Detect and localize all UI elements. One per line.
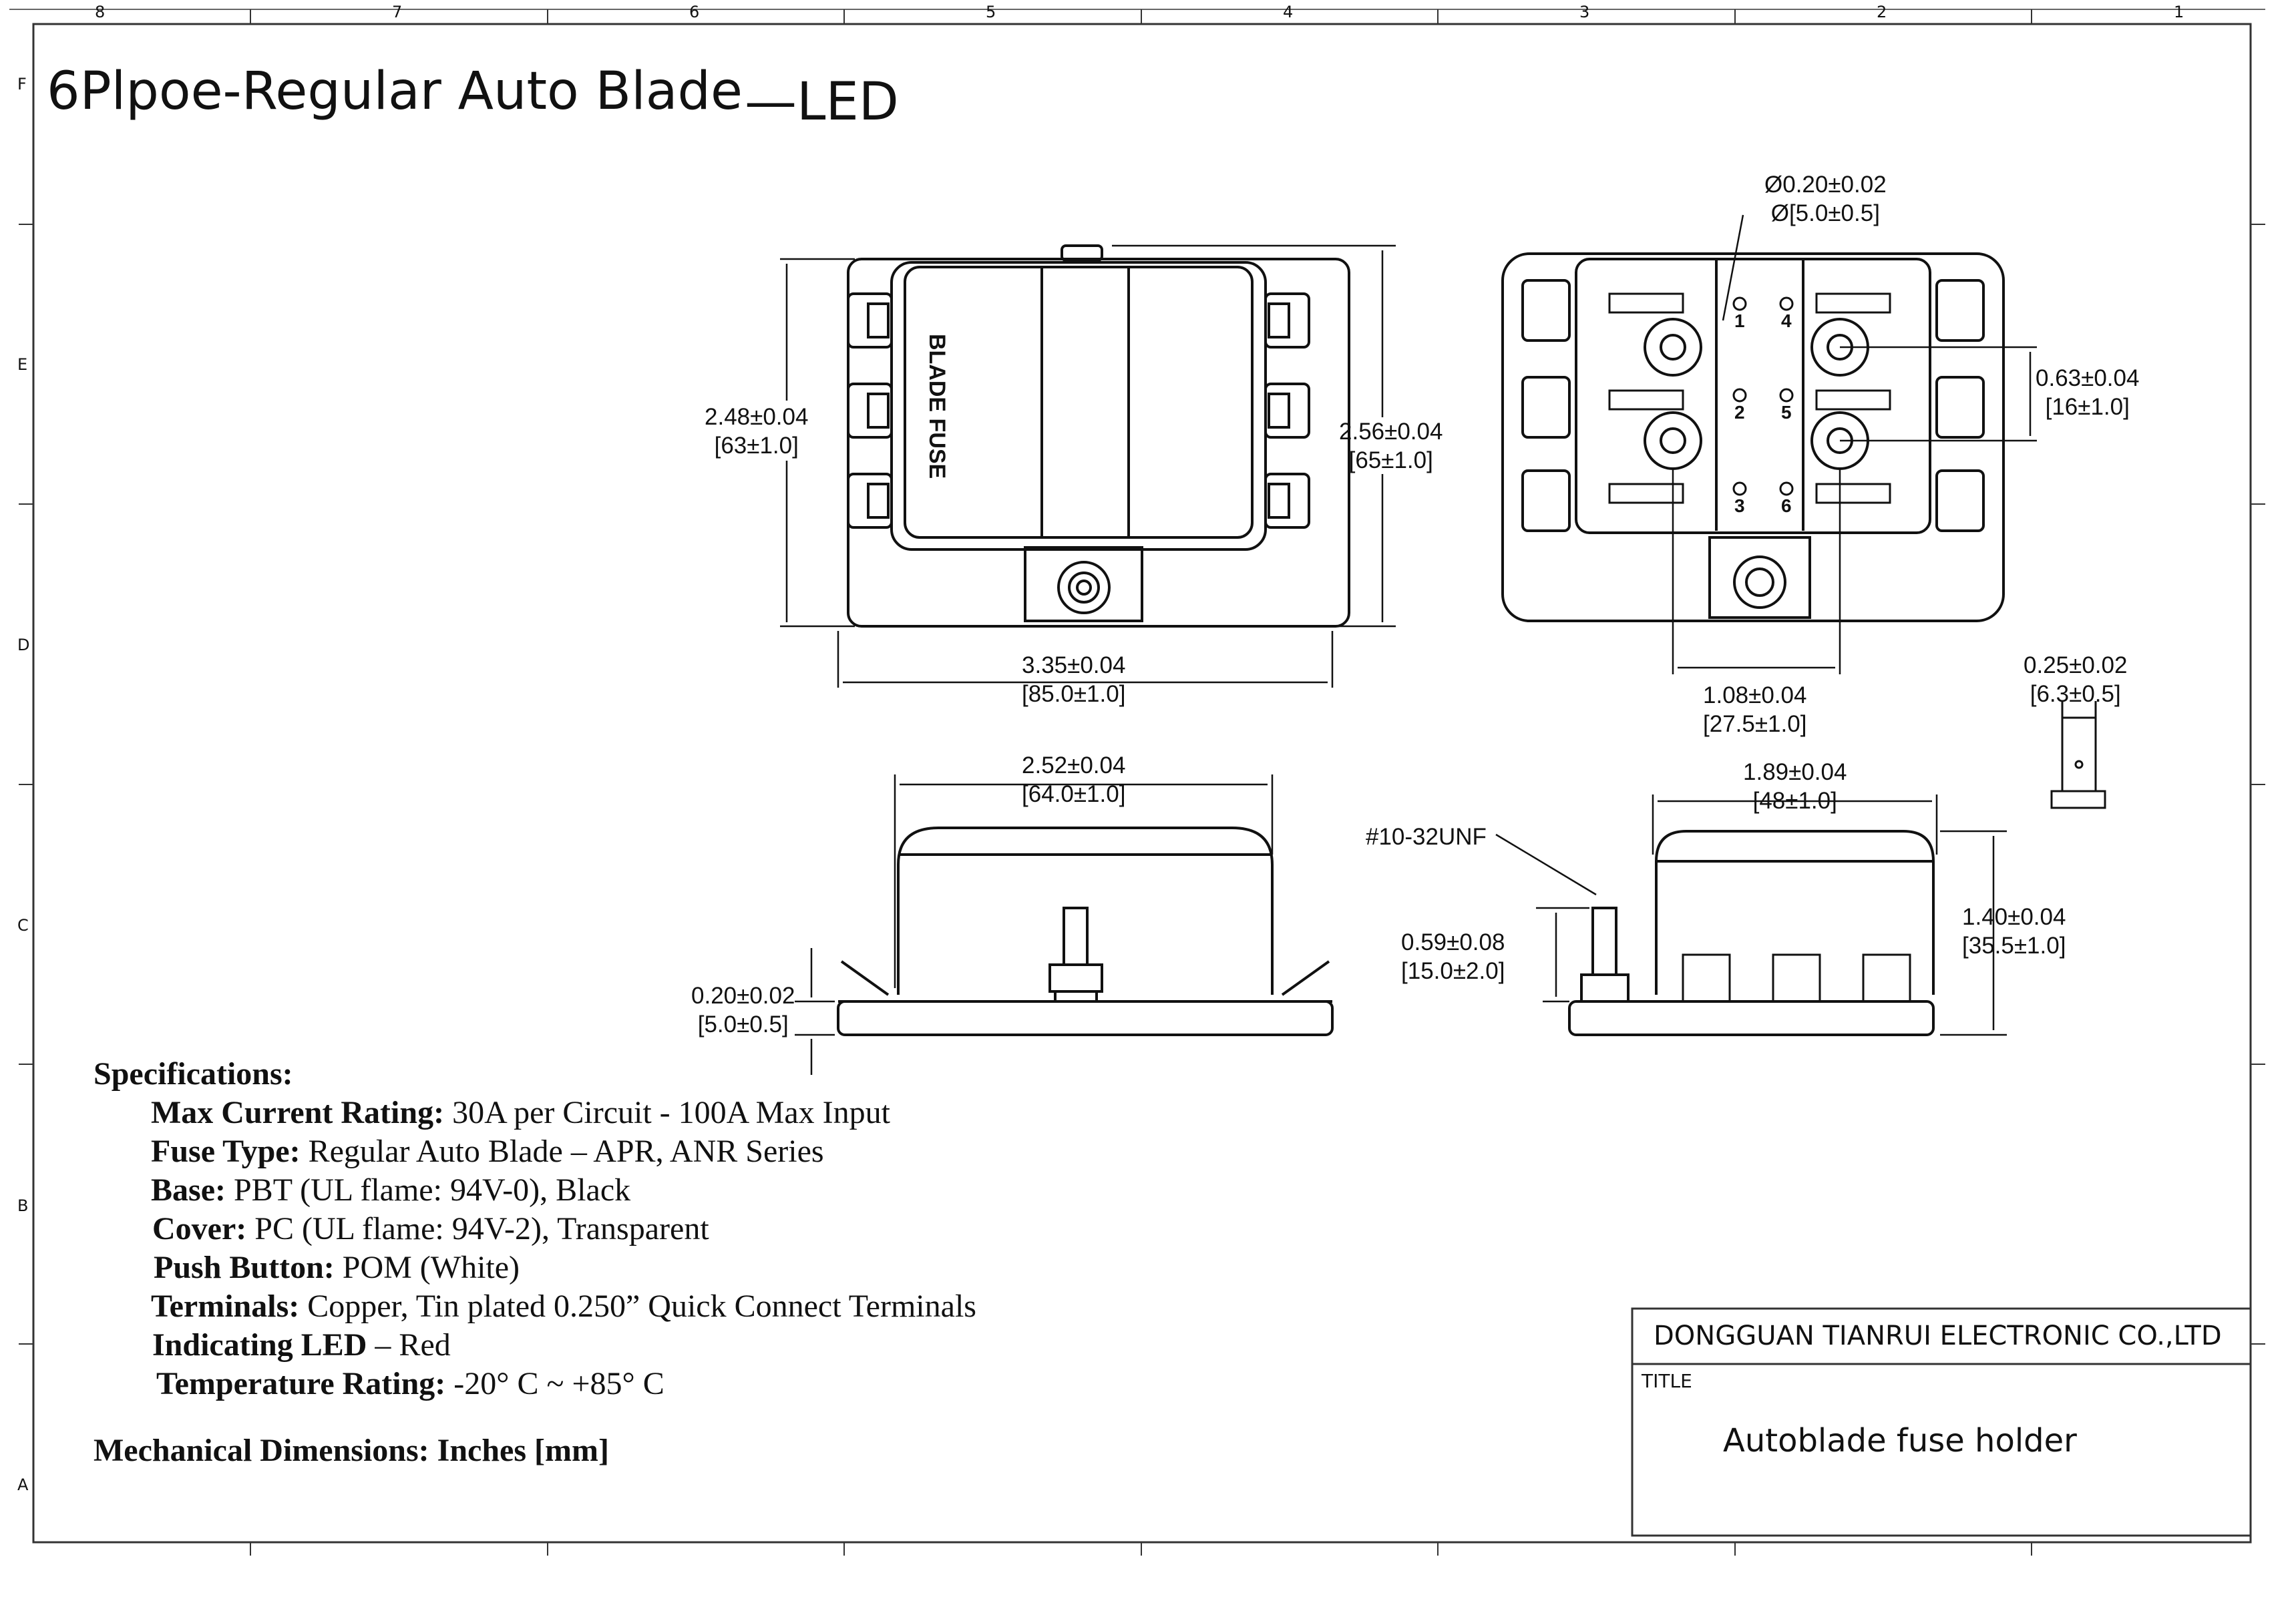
dim-hole-diameter: Ø0.20±0.02 Ø[5.0±0.5] xyxy=(1764,172,1887,226)
spec-row: Indicating LED – Red xyxy=(152,1327,451,1363)
dim-total-height: 1.40±0.04 [35.5±1.0] xyxy=(1962,904,2066,959)
end-terminals xyxy=(1682,953,1911,1003)
open-view-dims xyxy=(1672,214,2037,674)
end-view-dims xyxy=(1495,794,2007,1036)
title-label: TITLE xyxy=(1642,1370,1692,1392)
specifications-header: Specifications: xyxy=(93,1056,293,1092)
spec-row: Base: PBT (UL flame: 94V-0), Black xyxy=(151,1172,631,1208)
zone-col-3: 3 xyxy=(1579,3,1590,21)
left-terminals xyxy=(847,292,893,529)
dim-height-right: 2.56±0.04 [65±1.0] xyxy=(1339,419,1443,473)
zone-col-6: 6 xyxy=(689,3,700,21)
dim-terminal-width: 0.25±0.02 [6.3±0.5] xyxy=(2024,652,2128,707)
zone-row-f: F xyxy=(17,75,27,93)
dim-width: 3.35±0.04 [85.0±1.0] xyxy=(1022,652,1126,707)
side-view xyxy=(837,827,1334,1036)
zone-row-d: D xyxy=(17,636,30,654)
drawing-title: 6Plpoe-Regular Auto Blade xyxy=(47,61,743,122)
fuse-number-labels: 1 4 2 5 3 6 xyxy=(1734,310,1792,516)
zone-row-a: A xyxy=(17,1475,29,1494)
zone-col-8: 8 xyxy=(95,3,106,21)
cover-text: BLADE FUSE xyxy=(924,334,950,479)
fuse-number-6: 6 xyxy=(1781,495,1792,516)
dim-side-width: 2.52±0.04 [64.0±1.0] xyxy=(1022,752,1126,807)
company-name: DONGGUAN TIANRUI ELECTRONIC CO.,LTD xyxy=(1654,1321,2222,1351)
dim-pitch: 0.63±0.04 [16±1.0] xyxy=(2036,365,2140,420)
dim-stud-label: #10-32UNF xyxy=(1366,824,1487,850)
spec-row: Push Button: POM (White) xyxy=(154,1250,520,1285)
dim-stud-height: 0.59±0.08 [15.0±2.0] xyxy=(1401,929,1505,984)
zone-row-b: B xyxy=(17,1196,29,1215)
spec-row: Max Current Rating: 30A per Circuit - 10… xyxy=(151,1095,890,1130)
spec-row: Temperature Rating: -20° C ~ +85° C xyxy=(156,1366,664,1401)
spec-row: Terminals: Copper, Tin plated 0.250” Qui… xyxy=(151,1289,976,1324)
zone-row-c: C xyxy=(17,916,29,935)
title-block xyxy=(1631,1307,2252,1537)
zone-row-e: E xyxy=(17,355,28,374)
fuse-number-1: 1 xyxy=(1734,310,1745,331)
fuse-number-3: 3 xyxy=(1734,495,1745,516)
fuse-number-5: 5 xyxy=(1781,402,1792,423)
open-left-terminals xyxy=(1521,279,1571,532)
led-buttons xyxy=(1644,318,1869,470)
sheet-frame xyxy=(9,9,2265,1556)
end-view xyxy=(1568,830,1935,1036)
right-terminals xyxy=(1264,292,1310,529)
side-view-dims xyxy=(795,774,1274,1075)
zone-col-1: 1 xyxy=(2174,3,2184,21)
top-view xyxy=(847,244,1350,628)
drawing-title-suffix: —LED xyxy=(745,72,899,132)
open-right-terminals xyxy=(1935,279,1985,532)
spec-row: Fuse Type: Regular Auto Blade – APR, ANR… xyxy=(151,1134,824,1169)
dim-height-left: 2.48±0.04 [63±1.0] xyxy=(705,404,809,459)
fuse-slots xyxy=(1608,292,1891,504)
dim-end-width: 1.89±0.04 [48±1.0] xyxy=(1743,759,1847,814)
top-view-dims xyxy=(780,244,1396,688)
drawing-name: Autoblade fuse holder xyxy=(1723,1422,2077,1459)
mechanical-dimensions-note: Mechanical Dimensions: Inches [mm] xyxy=(93,1433,609,1468)
zone-col-4: 4 xyxy=(1283,3,1294,21)
fuse-number-2: 2 xyxy=(1734,402,1745,423)
specifications: Specifications: Max Current Rating: 30A … xyxy=(93,1055,976,1403)
zone-col-2: 2 xyxy=(1877,3,1887,21)
zone-col-5: 5 xyxy=(986,3,996,21)
dim-column-spacing: 1.08±0.04 [27.5±1.0] xyxy=(1703,682,1807,737)
fuse-number-4: 4 xyxy=(1781,310,1792,331)
spec-row: Cover: PC (UL flame: 94V-2), Transparent xyxy=(152,1211,709,1246)
open-view xyxy=(1501,252,2005,622)
zone-col-7: 7 xyxy=(392,3,403,21)
led-holes xyxy=(1732,296,1794,496)
dim-base-thickness: 0.20±0.02 [5.0±0.5] xyxy=(691,983,795,1038)
terminal-detail xyxy=(2050,701,2106,809)
